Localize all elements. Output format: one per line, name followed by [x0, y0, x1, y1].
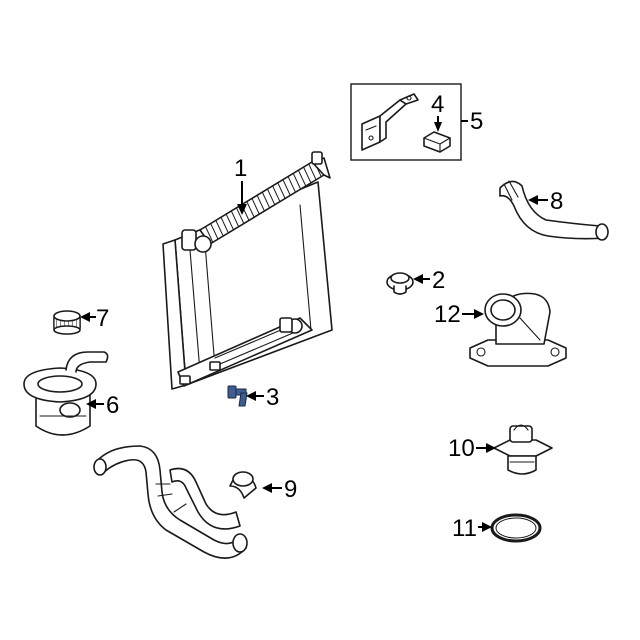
- bolt-icon[interactable]: [227, 385, 248, 407]
- callout-number: 6: [106, 392, 119, 419]
- hose-icon[interactable]: [93, 445, 257, 559]
- bracket-icon[interactable]: [361, 93, 419, 151]
- nut-icon[interactable]: [423, 131, 451, 153]
- callout-number: 8: [550, 188, 563, 215]
- callout-9: 9: [262, 476, 297, 503]
- callout-5: 5: [461, 108, 483, 135]
- callout-number: 11: [452, 515, 477, 542]
- radiator-icon[interactable]: [162, 151, 333, 390]
- callout-number: 12: [434, 301, 461, 328]
- callout-12: 12: [434, 301, 484, 328]
- callout-7: 7: [80, 305, 109, 332]
- thermostat-icon[interactable]: [493, 424, 553, 475]
- callout-10: 10: [448, 435, 496, 462]
- reservoir-icon[interactable]: [23, 351, 109, 436]
- callout-number: 2: [432, 267, 445, 294]
- gasket-icon[interactable]: [490, 513, 542, 543]
- callout-number: 9: [284, 476, 297, 503]
- housing-icon[interactable]: [469, 292, 567, 367]
- hose-icon[interactable]: [499, 180, 609, 241]
- callout-number: 4: [431, 91, 444, 118]
- callout-8: 8: [528, 188, 563, 215]
- callout-11: 11: [452, 515, 492, 542]
- callout-3: 3: [246, 384, 279, 411]
- plug-icon[interactable]: [386, 272, 414, 295]
- callout-number: 1: [234, 155, 247, 182]
- callout-number: 10: [448, 435, 475, 462]
- callout-1: 1: [234, 155, 247, 215]
- cap-icon[interactable]: [53, 310, 81, 335]
- callout-2: 2: [413, 267, 445, 294]
- callout-4: 4: [431, 91, 444, 132]
- callout-number: 7: [96, 305, 109, 332]
- callout-number: 5: [470, 108, 483, 135]
- callout-number: 3: [266, 384, 279, 411]
- callout-6: 6: [86, 392, 119, 419]
